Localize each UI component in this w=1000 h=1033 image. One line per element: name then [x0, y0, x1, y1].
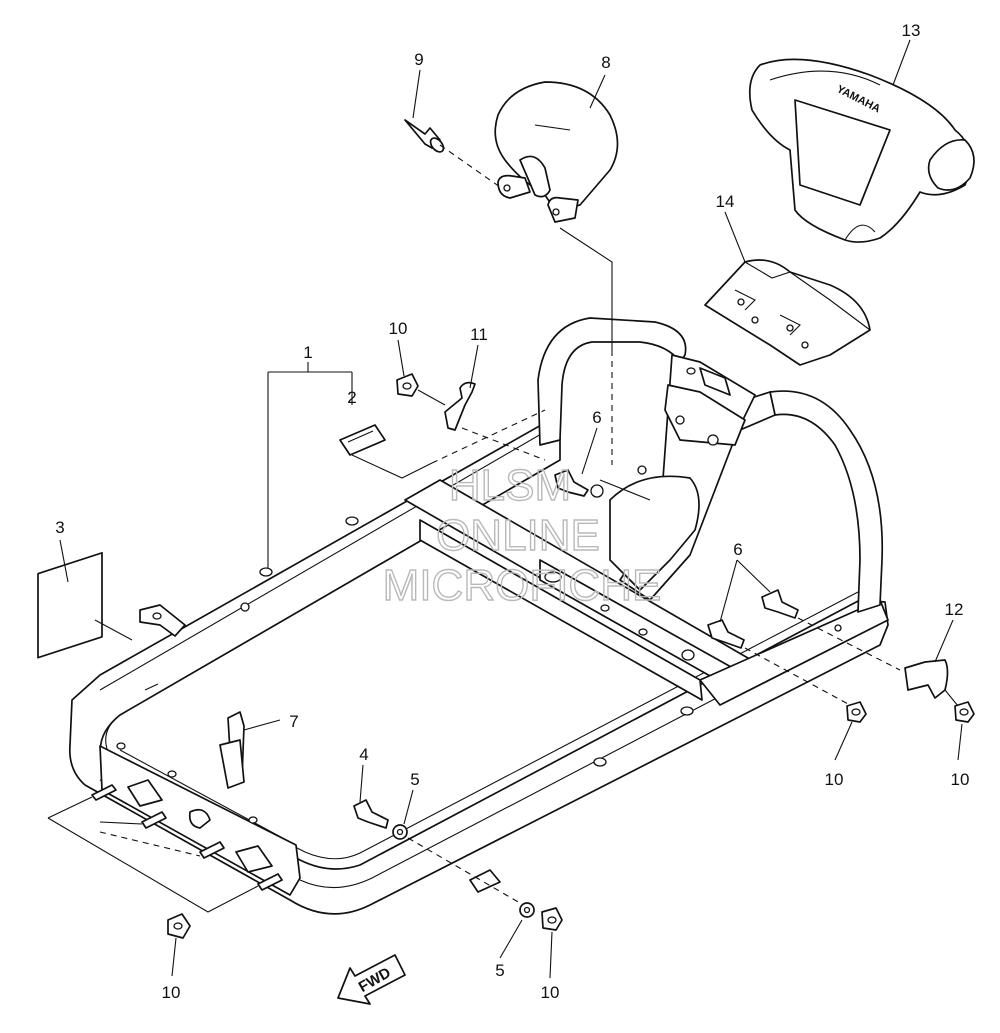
callout-10-top: 10 — [389, 319, 408, 338]
part-7-strap — [219, 711, 245, 789]
leader-lines — [47, 39, 963, 979]
frame-assembly — [68, 419, 889, 915]
callout-10-bottom-mid: 10 — [541, 983, 560, 1002]
bolts — [91, 469, 799, 891]
callout-6-upper: 6 — [592, 408, 601, 427]
part-5-washers — [392, 824, 535, 918]
callout-labels: 1 2 3 4 5 5 6 6 7 8 9 10 10 10 10 10 11 … — [55, 21, 969, 1002]
callout-7: 7 — [289, 712, 298, 731]
callout-8: 8 — [601, 53, 610, 72]
part-10-nuts — [167, 373, 975, 939]
callout-3: 3 — [55, 518, 64, 537]
watermark-line-2: ONLINE — [436, 511, 600, 560]
grab-bar — [537, 317, 884, 613]
callout-6-right: 6 — [733, 540, 742, 559]
callout-10-right-b: 10 — [951, 770, 970, 789]
callout-14: 14 — [716, 192, 735, 211]
callout-9: 9 — [414, 50, 423, 69]
part-8-cover — [494, 81, 619, 223]
watermark-line-3: MICROFICHE — [383, 561, 662, 610]
watermark-line-1: HLSM — [449, 461, 571, 510]
callout-1: 1 — [303, 343, 312, 362]
part-12-clamp — [904, 659, 949, 699]
callout-5-upper: 5 — [410, 770, 419, 789]
callout-5-lower: 5 — [495, 961, 504, 980]
callout-2: 2 — [347, 388, 356, 407]
watermark: HLSM ONLINE MICROFICHE — [382, 460, 662, 610]
callout-12: 12 — [945, 600, 964, 619]
callout-13: 13 — [902, 21, 921, 40]
part-9-rivet — [404, 119, 445, 153]
callout-11: 11 — [470, 325, 488, 344]
part-13-shroud: YAMAHA — [748, 58, 975, 243]
callout-4: 4 — [359, 745, 368, 764]
callout-10-bottom-left: 10 — [162, 983, 181, 1002]
part-3-decal — [37, 551, 103, 659]
part-14-pad — [704, 259, 871, 366]
part-2-plate — [339, 424, 386, 456]
fwd-arrow: FWD — [337, 954, 406, 1005]
part-11-clamp — [444, 381, 476, 431]
callout-10-right-a: 10 — [825, 770, 844, 789]
